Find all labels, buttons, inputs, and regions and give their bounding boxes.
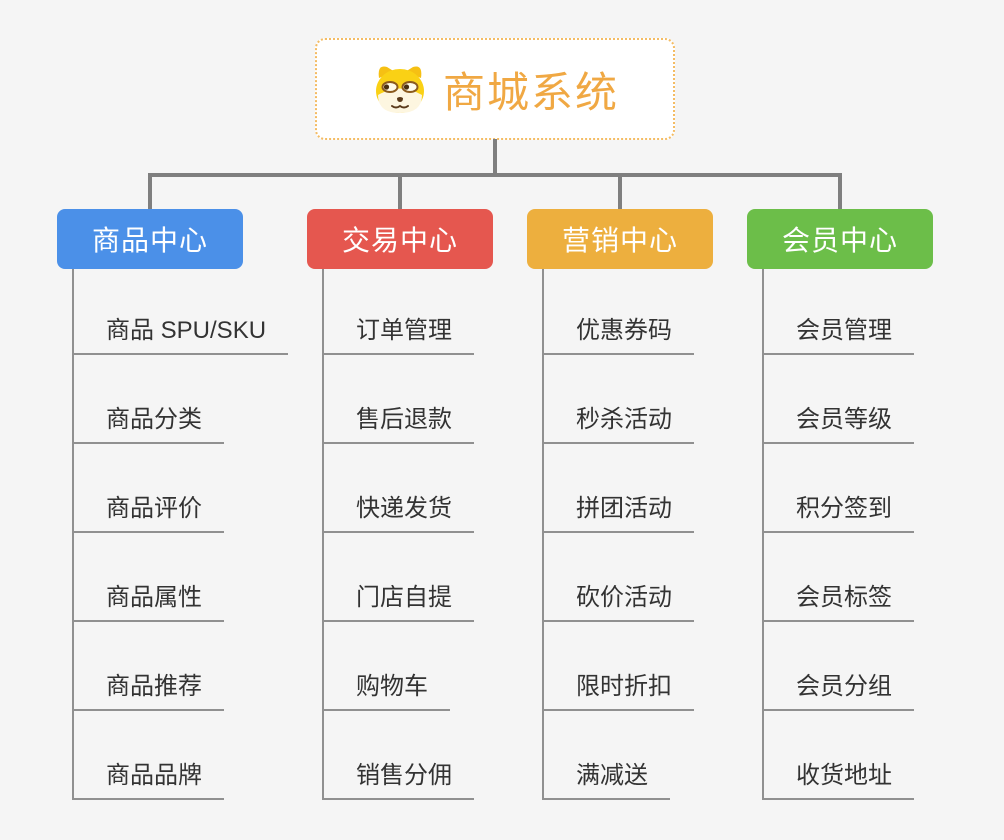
branch-label: 营销中心	[561, 225, 678, 256]
leaf-node[interactable]: 收货地址	[762, 711, 914, 800]
leaf-label: 砍价活动	[576, 584, 672, 611]
leaf-node[interactable]: 售后退款	[322, 355, 474, 444]
connector-drop-member	[838, 173, 842, 211]
connector-drop-trade	[398, 173, 402, 211]
leaf-label: 积分签到	[796, 495, 892, 522]
leaf-node[interactable]: 商品评价	[72, 444, 224, 533]
root-title: 商城系统	[442, 68, 619, 116]
leaf-label: 商品推荐	[106, 673, 202, 700]
connector-root-stub	[493, 139, 497, 175]
branch-label: 商品中心	[91, 225, 208, 256]
branch-items: 优惠券码 秒杀活动 拼团活动 砍价活动 限时折扣 满减送	[542, 269, 694, 800]
leaf-node[interactable]: 商品品牌	[72, 711, 224, 800]
leaf-node[interactable]: 秒杀活动	[542, 355, 694, 444]
branch-trunk-line	[72, 269, 74, 800]
branch-header-marketing[interactable]: 营销中心	[527, 209, 713, 269]
leaf-label: 会员管理	[796, 317, 892, 344]
leaf-node[interactable]: 商品 SPU/SKU	[72, 269, 289, 355]
leaf-label: 快递发货	[356, 495, 452, 522]
connector-drop-product	[148, 173, 152, 211]
branch-label: 交易中心	[341, 225, 458, 256]
connector-bus	[148, 173, 842, 177]
leaf-node[interactable]: 商品分类	[72, 355, 224, 444]
leaf-label: 商品品牌	[106, 762, 202, 789]
leaf-node[interactable]: 拼团活动	[542, 444, 694, 533]
branch-items: 订单管理 售后退款 快递发货 门店自提 购物车 销售分佣	[322, 269, 474, 800]
branch-product-center: 商品中心 商品 SPU/SKU 商品分类 商品评价 商品属性 商品推荐 商品品牌	[57, 209, 297, 809]
leaf-node[interactable]: 会员标签	[762, 533, 914, 622]
leaf-node[interactable]: 商品推荐	[72, 622, 224, 711]
branch-trunk-line	[322, 269, 324, 800]
leaf-label: 拼团活动	[576, 495, 672, 522]
leaf-node[interactable]: 会员分组	[762, 622, 914, 711]
branch-marketing-center: 营销中心 优惠券码 秒杀活动 拼团活动 砍价活动 限时折扣 满减送	[527, 209, 767, 809]
leaf-label: 收货地址	[796, 762, 892, 789]
leaf-label: 商品评价	[106, 495, 202, 522]
branch-items: 商品 SPU/SKU 商品分类 商品评价 商品属性 商品推荐 商品品牌	[72, 269, 289, 800]
leaf-label: 会员分组	[796, 673, 892, 700]
branch-trade-center: 交易中心 订单管理 售后退款 快递发货 门店自提 购物车 销售分佣	[307, 209, 547, 809]
leaf-label: 订单管理	[356, 317, 452, 344]
leaf-node[interactable]: 会员管理	[762, 269, 914, 355]
branch-member-center: 会员中心 会员管理 会员等级 积分签到 会员标签 会员分组 收货地址	[747, 209, 987, 809]
branch-items: 会员管理 会员等级 积分签到 会员标签 会员分组 收货地址	[762, 269, 914, 800]
leaf-node[interactable]: 砍价活动	[542, 533, 694, 622]
branch-trunk-line	[762, 269, 764, 800]
leaf-node[interactable]: 销售分佣	[322, 711, 474, 800]
connector-drop-marketing	[618, 173, 622, 211]
leaf-node[interactable]: 快递发货	[322, 444, 474, 533]
branch-trunk-line	[542, 269, 544, 800]
leaf-label: 秒杀活动	[576, 406, 672, 433]
leaf-node[interactable]: 积分签到	[762, 444, 914, 533]
leaf-node[interactable]: 限时折扣	[542, 622, 694, 711]
leaf-label: 门店自提	[356, 584, 452, 611]
branch-header-trade[interactable]: 交易中心	[307, 209, 493, 269]
leaf-label: 限时折扣	[576, 673, 672, 700]
leaf-label: 购物车	[356, 673, 428, 700]
leaf-node[interactable]: 满减送	[542, 711, 670, 800]
leaf-label: 商品属性	[106, 584, 202, 611]
leaf-node[interactable]: 商品属性	[72, 533, 224, 622]
leaf-node[interactable]: 会员等级	[762, 355, 914, 444]
branch-header-member[interactable]: 会员中心	[747, 209, 933, 269]
leaf-node[interactable]: 优惠券码	[542, 269, 694, 355]
shiba-dog-icon	[371, 62, 429, 116]
branch-label: 会员中心	[781, 225, 898, 256]
root-node[interactable]: 商城系统	[315, 38, 675, 140]
leaf-label: 满减送	[576, 762, 648, 789]
leaf-node[interactable]: 购物车	[322, 622, 450, 711]
branch-header-product[interactable]: 商品中心	[57, 209, 243, 269]
leaf-label: 会员标签	[796, 584, 892, 611]
leaf-label: 商品分类	[106, 406, 202, 433]
leaf-label: 售后退款	[356, 406, 452, 433]
leaf-label: 商品 SPU/SKU	[106, 317, 267, 344]
leaf-label: 优惠券码	[576, 317, 672, 344]
leaf-label: 会员等级	[796, 406, 892, 433]
leaf-node[interactable]: 订单管理	[322, 269, 474, 355]
leaf-node[interactable]: 门店自提	[322, 533, 474, 622]
leaf-label: 销售分佣	[356, 762, 452, 789]
